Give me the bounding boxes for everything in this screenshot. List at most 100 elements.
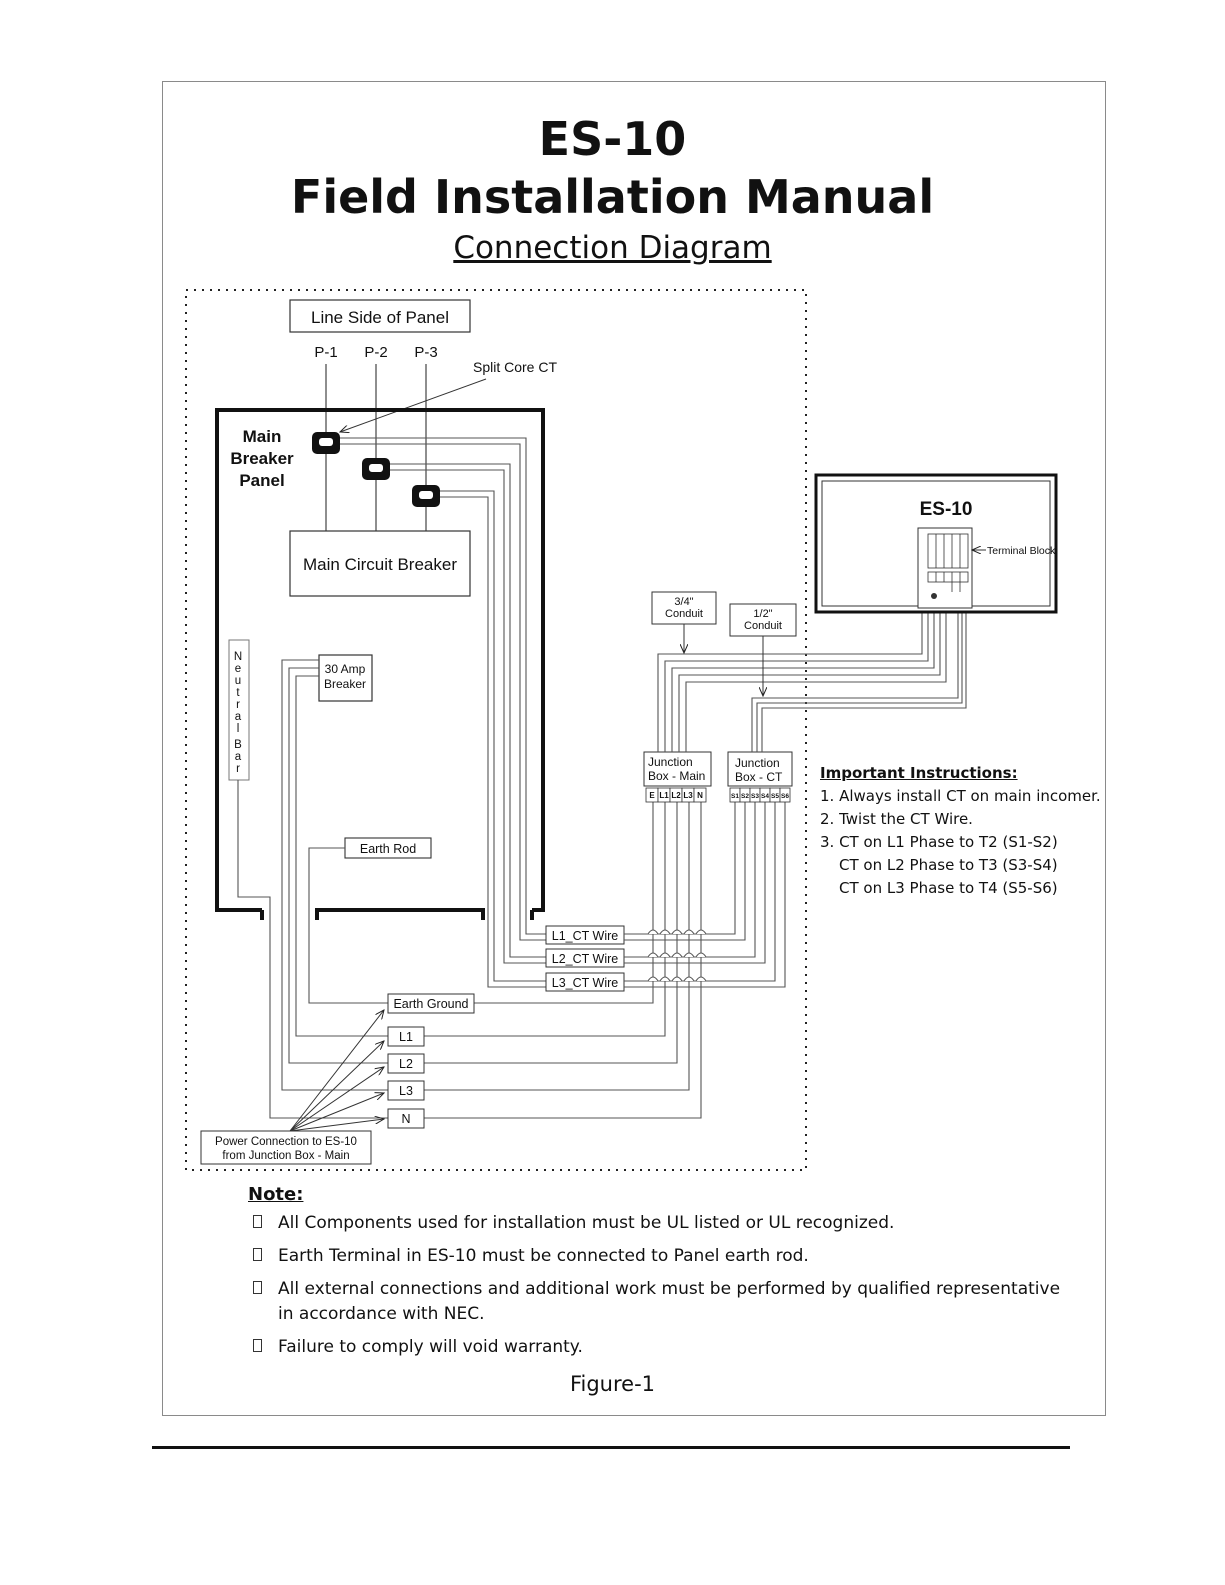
line-side-box [289,299,471,333]
split-core-ct-label: Split Core CT [473,359,557,375]
diagram-boundary [185,289,807,1171]
junction-box-main-label: Box - Main [648,769,705,783]
conduit-ct-wires [751,612,967,752]
ct1-wires [338,437,546,941]
amp-breaker [318,654,373,702]
note-text: Earth Terminal in ES-10 must be connecte… [278,1246,809,1266]
notes-heading: Note: [248,1184,304,1205]
neutral-bar-letter: r [236,763,240,775]
es10-unit-label: ES-10 [920,499,973,520]
power-line-box [387,1053,425,1074]
panel-bottom-bracket [315,908,485,920]
neutral-bar-letter: a [235,711,242,723]
svg-text:S2: S2 [741,793,749,800]
svg-text:L3: L3 [683,791,693,800]
power-connection-box [200,1130,372,1165]
wire-crossover-hops [647,929,707,982]
neutral-bar-letter: l [237,723,240,735]
main-circuit-breaker-label: Main Circuit Breaker [303,555,457,574]
power-line-box [387,1080,425,1101]
power-line-box [387,1108,425,1129]
amp-breaker-label: 30 Amp [325,662,366,676]
note-item: All Components used for installation mus… [248,1211,1068,1236]
earth-rod-label: Earth Rod [360,842,416,856]
junction-box-main [643,751,712,787]
conduit-12-label: Conduit [744,620,782,632]
note-text: All Components used for installation mus… [278,1213,895,1233]
main-breaker-panel [215,408,545,912]
terminal-block [917,527,973,609]
page-frame [162,81,1106,1416]
instruction-item: 1. Always install CT on main incomer. [820,787,1101,805]
power-line-label: L3 [399,1084,413,1098]
ct-wire-label: L3_CT Wire [552,976,619,990]
earth-rod-wire [308,847,388,1004]
neutral-bar-letter: B [234,739,242,751]
breaker-feed-wires [237,659,388,1119]
power-line-box [387,1026,425,1047]
junction-box-main-terminals: E L1 L2 L3 N [645,787,707,803]
ct3-wires [438,490,546,988]
checkbox-icon [253,1215,262,1228]
power-line-label: L1 [399,1030,413,1044]
note-text: Failure to comply will void warranty. [278,1337,583,1357]
note-item: All external connections and additional … [248,1277,1068,1327]
junction-box-ct-label: Box - CT [735,770,783,784]
svg-text:N: N [697,791,703,800]
svg-text:S6: S6 [781,793,789,800]
document-title: ES-10 [538,112,687,166]
neutral-bar-letter: N [234,651,242,663]
phase-conductors [325,364,427,531]
split-core-ct-sensor [362,458,390,480]
main-breaker-panel-label: Panel [239,471,284,490]
instructions-heading: Important Instructions: [820,764,1018,782]
power-line-label: N [401,1112,410,1126]
neutral-bar-letter: e [235,663,241,675]
notes-section: Note: All Components used for installati… [248,1184,1068,1368]
svg-text:S4: S4 [761,793,769,800]
note-item: Earth Terminal in ES-10 must be connecte… [248,1244,1068,1269]
phase-label: P-3 [414,344,437,361]
junction-box-ct-terminals: S1 S2 S3 S4 S5 S6 [729,787,791,803]
earth-ground-label: Earth Ground [393,997,468,1011]
ct-wire-label: L2_CT Wire [552,952,619,966]
conduit-main-wires [657,612,947,752]
instruction-item: 2. Twist the CT Wire. [820,810,973,828]
svg-text:S3: S3 [751,793,759,800]
amp-breaker-label: Breaker [324,677,366,691]
document-title-2: Field Installation Manual [290,170,935,224]
important-instructions: Important Instructions: 1. Always instal… [820,762,1101,900]
neutral-bar [228,639,250,781]
earth-ground-box [387,993,475,1014]
conduit-34-label: 3/4" [674,596,693,608]
note-item: Failure to comply will void warranty. [248,1335,1068,1360]
instruction-item: 3. CT on L1 Phase to T2 (S1-S2) [820,833,1058,851]
junction-box-ct [727,751,793,787]
conduit-12-label: 1/2" [753,608,772,620]
main-breaker-panel-label: Main [243,427,282,446]
split-core-ct-sensor [312,432,340,454]
svg-text:L2: L2 [671,791,681,800]
phase-label: P-1 [314,344,337,361]
ct-wire-labels: L1_CT Wire L2_CT Wire L3_CT Wire [545,925,625,992]
instruction-item: CT on L2 Phase to T3 (S3-S4) [839,856,1058,874]
conduit-34-box [651,591,717,625]
neutral-bar-letter: u [235,675,241,687]
note-text: All external connections and additional … [278,1279,1061,1324]
document-subtitle: Connection Diagram [453,230,772,266]
split-core-ct-sensor [412,485,440,507]
neutral-bar-letter: t [236,687,240,699]
power-connection-label: Power Connection to ES-10 [215,1136,357,1148]
instruction-item: CT on L3 Phase to T4 (S5-S6) [839,879,1058,897]
figure-caption: Figure-1 [569,1372,656,1396]
neutral-bar-letter: r [236,699,240,711]
power-connection-arrows [289,1010,384,1132]
junction-box-ct-label: Junction [735,756,780,770]
neutral-bar-letter: a [235,751,242,763]
checkbox-icon [253,1281,262,1294]
line-side-label: Line Side of Panel [311,308,449,327]
power-line-label: L2 [399,1057,413,1071]
svg-text:L1: L1 [659,791,669,800]
